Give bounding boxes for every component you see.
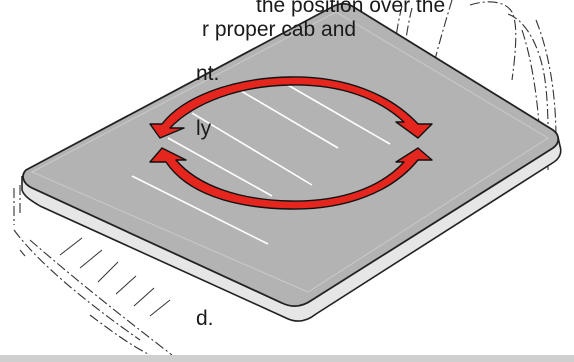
instruction-line-2: r proper cab and (202, 18, 356, 42)
instruction-line-4: ly (196, 117, 211, 141)
instruction-line-5: d. (196, 307, 214, 331)
panel-surface (23, 4, 558, 306)
instruction-line-3: nt. (196, 62, 219, 86)
instruction-line-1: the position over the (256, 0, 445, 18)
page-bottom-rule (0, 355, 574, 362)
